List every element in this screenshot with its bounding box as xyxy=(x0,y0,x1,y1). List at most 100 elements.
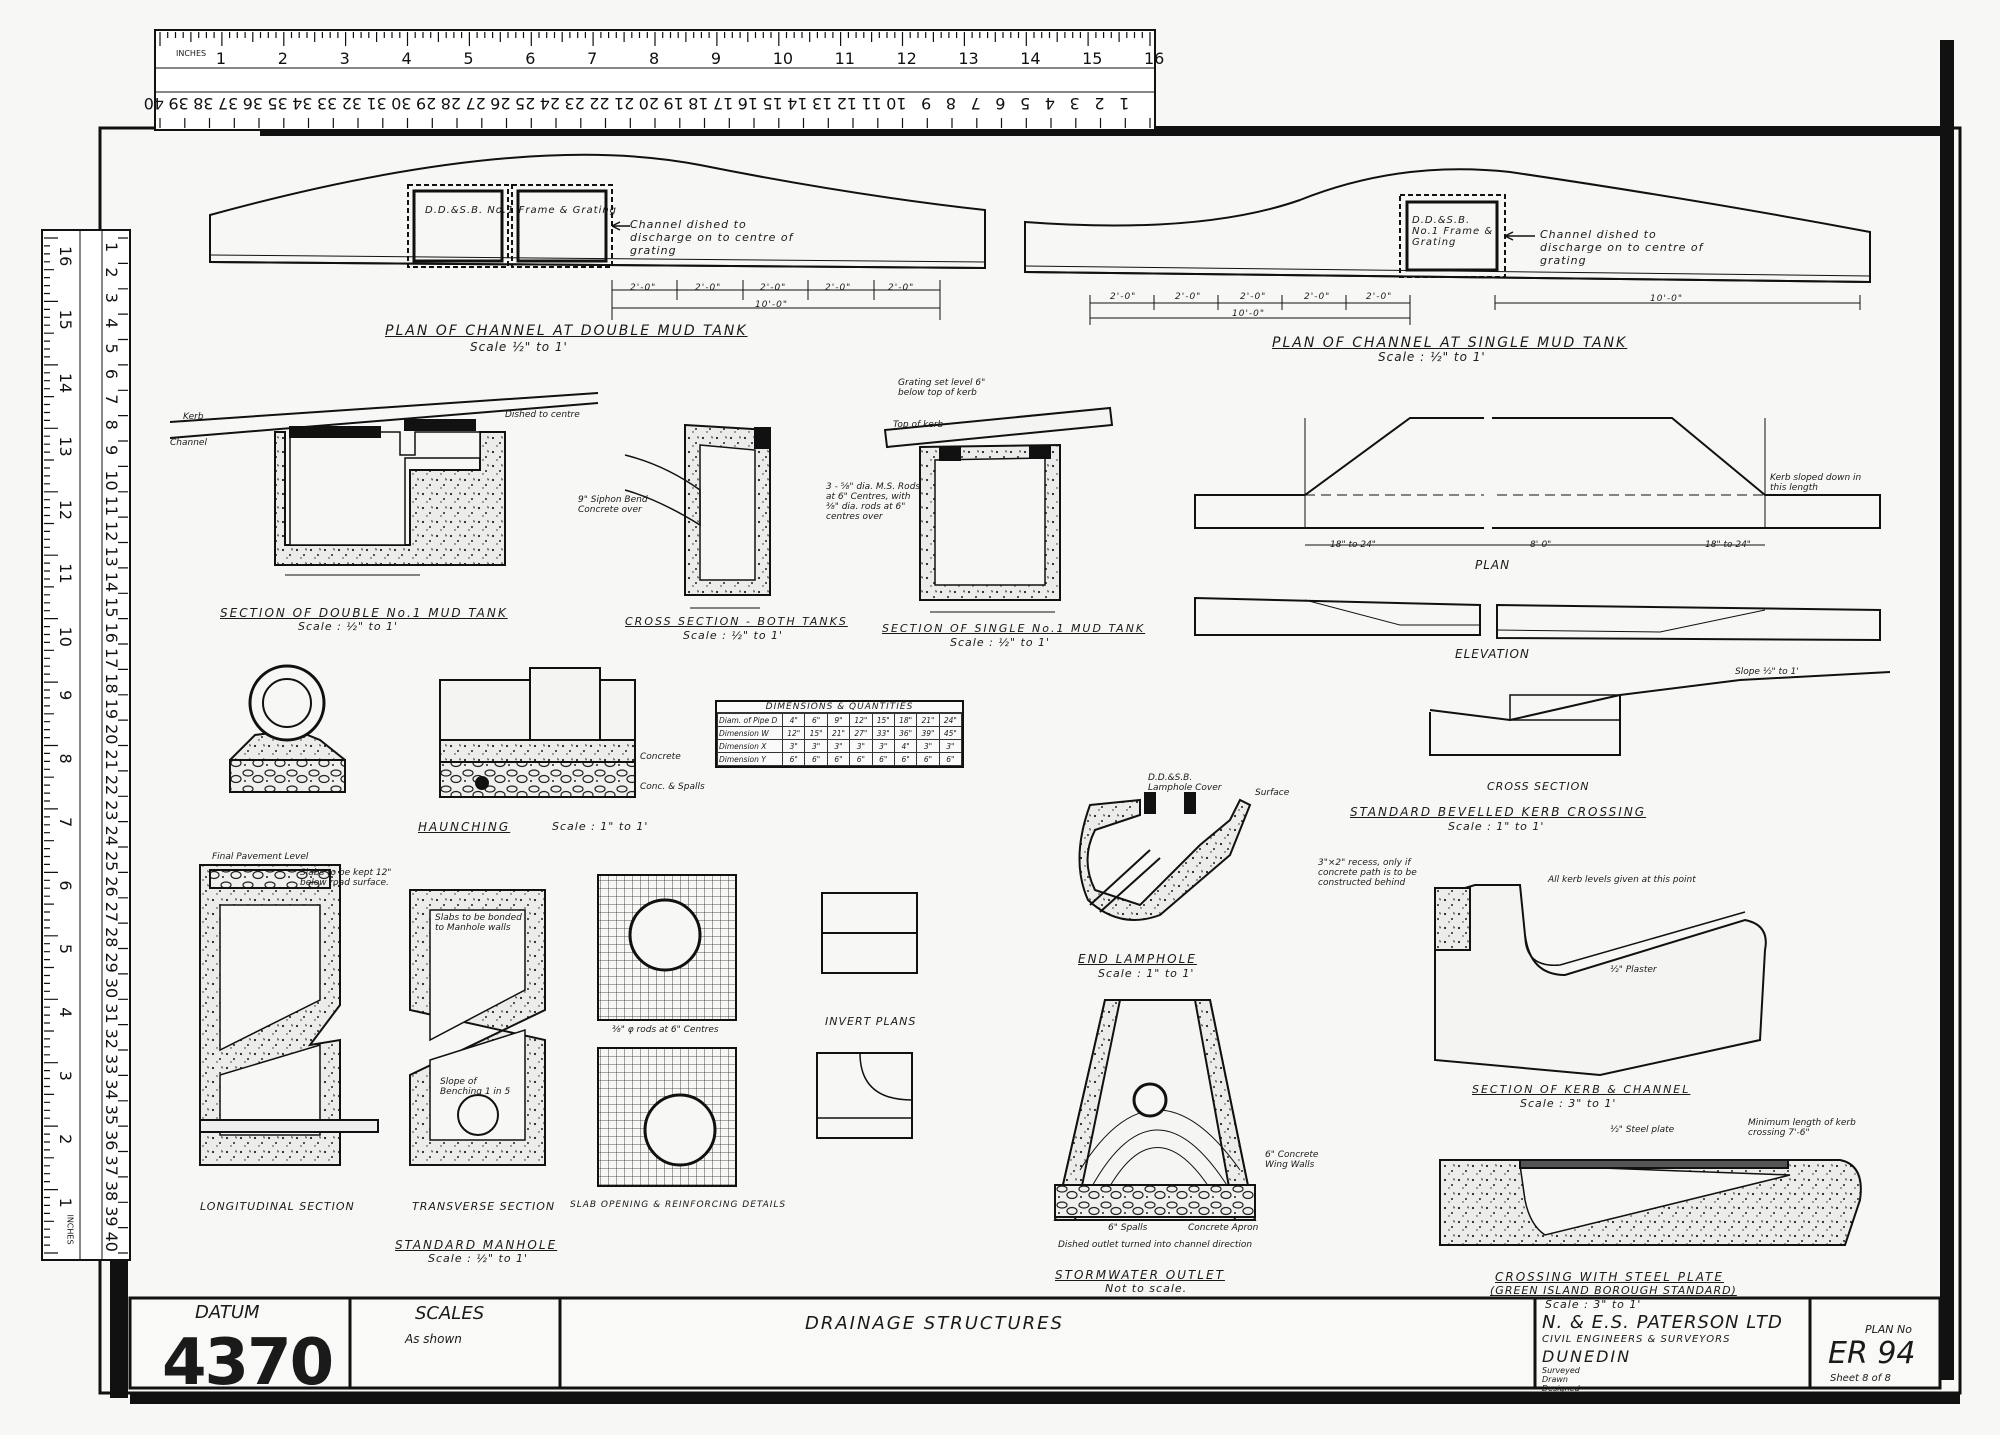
ruler-top-inch-number: 14 xyxy=(1020,49,1040,68)
ruler-top-cm-number: 26 xyxy=(490,94,510,113)
dimensions-cell: 33" xyxy=(871,726,895,740)
dimensions-cell: 24" xyxy=(938,713,963,727)
ruler-top-cm-number: 9 xyxy=(921,94,931,113)
ruler-left-cm-number: 38 xyxy=(102,1181,121,1201)
ruler-left-cm-number: 36 xyxy=(102,1130,121,1150)
manhole-scale: Scale : ½" to 1' xyxy=(428,1252,529,1265)
ruler-left-inch-number: 11 xyxy=(56,563,75,583)
ruler-top-cm-number: 5 xyxy=(1020,94,1030,113)
sheet-edge-left xyxy=(110,1250,128,1398)
end-lamphole-cover: D.D.&S.B. Lamphole Cover xyxy=(1148,773,1222,793)
dimensions-cell: 21" xyxy=(826,726,851,740)
plan-single-dim-3: 2'-0" xyxy=(1240,292,1267,302)
ruler-top-cm-number: 12 xyxy=(837,94,857,113)
kerb-elevation-label: ELEVATION xyxy=(1455,647,1530,661)
stormwater-title: STORMWATER OUTLET xyxy=(1055,1268,1225,1282)
ruler-top-inch-number: 7 xyxy=(587,49,597,68)
ruler-top-unit: INCHES xyxy=(176,49,207,58)
ruler-top-cm-number: 18 xyxy=(688,94,708,113)
bevelled-kerb-cross-section-drawing xyxy=(1429,671,1891,756)
kerb-channel-title: SECTION OF KERB & CHANNEL xyxy=(1472,1083,1691,1096)
stormwater-outlet-drawing xyxy=(1053,999,1257,1221)
section-double-dished: Dished to centre xyxy=(505,410,580,420)
stormwater-spalls: 6" Spalls xyxy=(1108,1223,1148,1233)
kerb-channel-plaster: ½" Plaster xyxy=(1610,965,1657,975)
ruler-top-cm-number: 3 xyxy=(1070,94,1080,113)
ruler-top-cm-number: 31 xyxy=(366,94,386,113)
ruler-top-inch-number: 2 xyxy=(278,49,288,68)
kerb-plan-dim-1: 18" to 24" xyxy=(1330,540,1376,550)
ruler-left-inch-number: 14 xyxy=(56,373,75,393)
plan-double-note: Channel dished to discharge on to centre… xyxy=(630,218,794,257)
dimensions-cell: 3" xyxy=(781,739,806,753)
manhole-transverse-drawing xyxy=(409,889,546,1166)
ruler-top-cm-number: 20 xyxy=(639,94,659,113)
plan-double-dim-3: 2'-0" xyxy=(760,283,787,293)
dimensions-cell: 15" xyxy=(871,713,895,727)
manhole-trans-label: TRANSVERSE SECTION xyxy=(412,1200,556,1213)
dimensions-cell: 6" xyxy=(938,752,963,766)
bevelled-cross-label: CROSS SECTION xyxy=(1487,780,1590,793)
plan-double-scale: Scale ½" to 1' xyxy=(470,340,568,354)
drawn-label: Drawn xyxy=(1542,1375,1568,1384)
dimensions-cell: 21" xyxy=(916,713,940,727)
ruler-top-inch-number: 16 xyxy=(1144,49,1164,68)
firm-subtitle: CIVIL ENGINEERS & SURVEYORS xyxy=(1542,1334,1731,1345)
steel-plate-scale: Scale : 3" to 1' xyxy=(1545,1298,1642,1311)
ruler-left-cm-number: 22 xyxy=(102,775,121,795)
scales-value: As shown xyxy=(405,1332,462,1346)
cross-section-scale: Scale : ½" to 1' xyxy=(683,629,784,642)
ruler-left-inch-number: 15 xyxy=(56,309,75,329)
dimensions-cell: 27" xyxy=(849,726,873,740)
ruler-left-cm-number: 3 xyxy=(102,293,121,303)
kerb-channel-recess: 3"×2" recess, only if concrete path is t… xyxy=(1318,858,1417,888)
ruler-top-inch-number: 3 xyxy=(340,49,350,68)
ruler-left xyxy=(41,229,131,1261)
ruler-left-inch-number: 6 xyxy=(56,880,75,890)
bevelled-title: STANDARD BEVELLED KERB CROSSING xyxy=(1350,805,1647,819)
ruler-left-inch-number: 5 xyxy=(56,944,75,954)
ruler-left-cm-number: 24 xyxy=(102,826,121,846)
manhole-pavement: Final Pavement Level xyxy=(212,852,309,862)
plan-double-dim-1: 2'-0" xyxy=(630,283,657,293)
stormwater-wing: 6" Concrete Wing Walls xyxy=(1265,1150,1319,1170)
dimensions-cell: 6" xyxy=(781,752,806,766)
firm-city: DUNEDIN xyxy=(1542,1347,1632,1366)
end-lamphole-drawing xyxy=(1078,792,1252,921)
ruler-left-cm-number: 23 xyxy=(102,800,121,820)
plan-single-dim-4: 2'-0" xyxy=(1304,292,1331,302)
ruler-top-cm-number: 38 xyxy=(193,94,213,113)
ruler-left-cm-number: 16 xyxy=(102,623,121,643)
dimensions-cell: 3" xyxy=(804,739,828,753)
ruler-left-cm-number: 28 xyxy=(102,927,121,947)
ruler-left-inch-number: 7 xyxy=(56,817,75,827)
plan-single-note: Channel dished to discharge on to centre… xyxy=(1540,228,1704,267)
plan-no-label: PLAN No xyxy=(1865,1323,1912,1336)
section-single-top-of-kerb: Top of kerb xyxy=(893,420,944,430)
dimensions-cell: 3" xyxy=(871,739,895,753)
ruler-top-cm-number: 1 xyxy=(1119,94,1129,113)
manhole-rods: ⅜" φ rods at 6" Centres xyxy=(612,1025,719,1035)
ruler-left-cm-number: 27 xyxy=(102,902,121,922)
stormwater-dished: Dished outlet turned into channel direct… xyxy=(1058,1240,1253,1250)
ruler-top-inch-number: 11 xyxy=(835,49,855,68)
plan-single-dim-1: 2'-0" xyxy=(1110,292,1137,302)
ruler-left-cm-number: 6 xyxy=(102,369,121,379)
ruler-top-cm-number: 30 xyxy=(391,94,411,113)
ruler-left-cm-number: 14 xyxy=(102,572,121,592)
ruler-left-inch-number: 13 xyxy=(56,436,75,456)
ruler-top-cm-number: 10 xyxy=(886,94,906,113)
end-lamphole-scale: Scale : 1" to 1' xyxy=(1098,967,1195,980)
ruler-top-cm-number: 25 xyxy=(515,94,535,113)
manhole-slab-label: SLAB OPENING & REINFORCING DETAILS xyxy=(570,1200,787,1210)
ruler-top-inch-number: 4 xyxy=(402,49,412,68)
dimensions-cell: 36" xyxy=(893,726,918,740)
ruler-left-cm-number: 32 xyxy=(102,1029,121,1049)
ruler-left-cm-number: 5 xyxy=(102,344,121,354)
manhole-longitudinal-drawing xyxy=(199,864,379,1166)
kerb-plan-note: Kerb sloped down in this length xyxy=(1770,473,1862,493)
